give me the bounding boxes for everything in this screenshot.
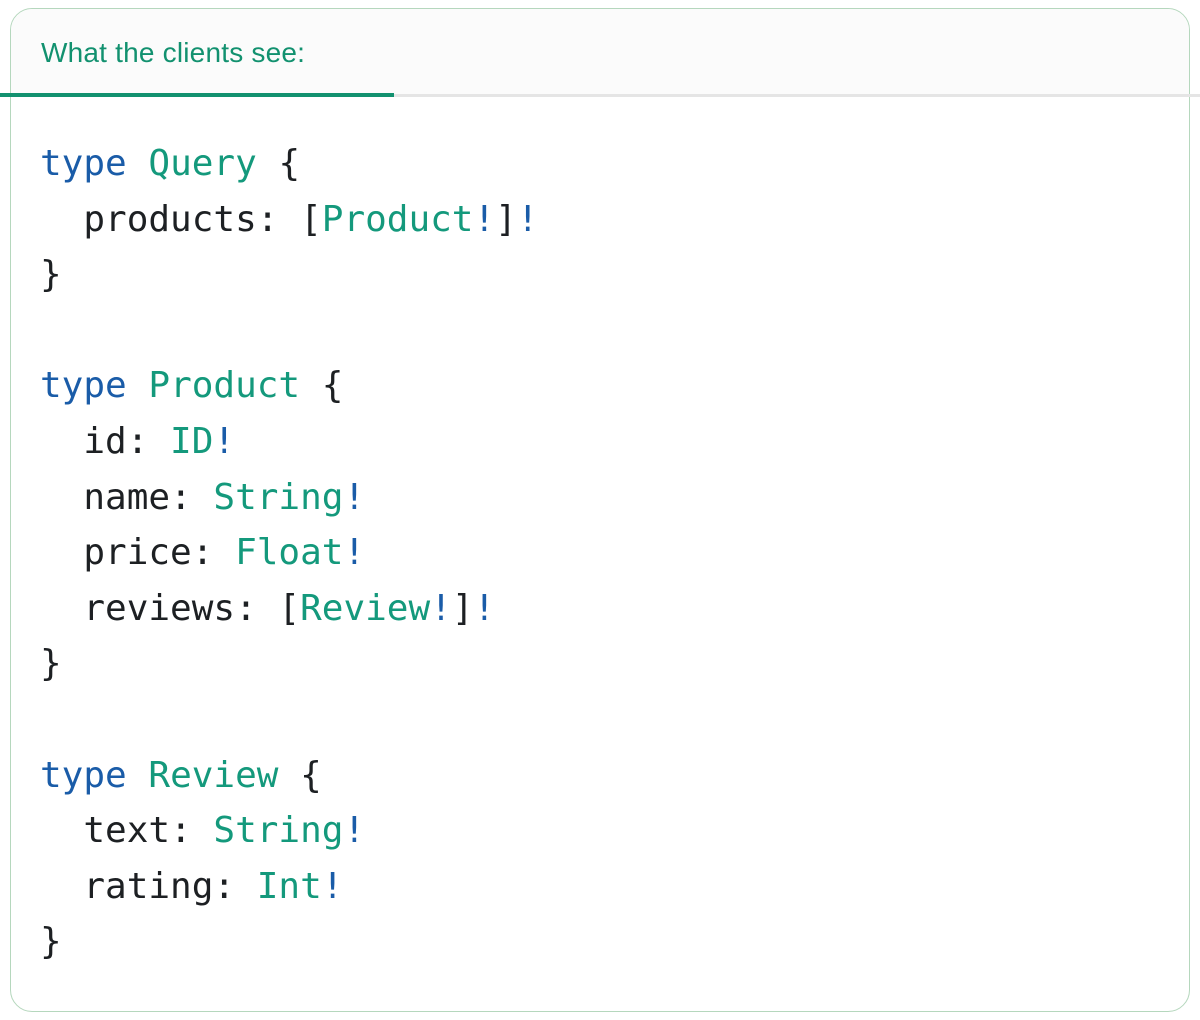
code-token-bang: ! (213, 420, 236, 462)
code-token-plain: { (256, 143, 301, 184)
code-token-bang: ! (321, 865, 344, 907)
code-token-type: String (213, 810, 344, 852)
code-line: text: String! (40, 803, 539, 859)
code-token-plain: } (40, 254, 62, 296)
code-token-type: Product (321, 198, 474, 240)
code-token-bang: ! (430, 587, 452, 629)
code-line: type Query { (40, 136, 539, 192)
code-line: id: ID! (40, 414, 539, 470)
code-line: } (40, 914, 539, 970)
code-line: rating: Int! (40, 859, 539, 915)
code-token-plain: rating: (40, 865, 257, 907)
code-line: products: [Product!]! (40, 192, 539, 248)
code-token-type: Float (235, 532, 344, 574)
code-token-keyword: type (40, 143, 127, 184)
code-token-type: Query (148, 143, 257, 184)
code-line (40, 303, 539, 359)
code-line: } (40, 636, 539, 692)
code-token-type: Product (148, 365, 301, 407)
code-line: name: String! (40, 470, 539, 526)
code-token-keyword: type (40, 754, 127, 796)
code-line: type Product { (40, 358, 539, 414)
code-token-plain: { (300, 365, 344, 407)
graphql-schema-code: type Query { products: [Product!]!} type… (40, 136, 539, 970)
code-token-plain (127, 143, 149, 184)
code-token-bang: ! (343, 532, 366, 574)
code-panel-card: What the clients see: (10, 8, 1190, 1012)
tab-what-clients-see[interactable]: What the clients see: (41, 9, 305, 97)
code-token-plain: ] (495, 198, 517, 240)
code-line: reviews: [Review!]! (40, 581, 539, 637)
code-line (40, 692, 539, 748)
code-line: price: Float! (40, 525, 539, 581)
code-token-plain: { (278, 754, 322, 796)
code-token-bang: ! (343, 810, 366, 852)
tab-bar: What the clients see: (11, 9, 1189, 97)
code-token-type: ID (170, 420, 214, 462)
code-token-plain: text: (40, 810, 214, 852)
code-token-bang: ! (473, 198, 496, 240)
code-token-plain (127, 755, 149, 796)
active-tab-underline (0, 93, 394, 97)
code-token-plain: price: (40, 532, 236, 574)
code-token-type: String (213, 476, 344, 518)
code-token-bang: ! (473, 587, 496, 629)
code-token-plain (127, 365, 149, 406)
code-token-type: Int (256, 865, 322, 907)
code-token-plain: id: (40, 420, 171, 462)
code-token-bang: ! (516, 198, 539, 240)
code-token-plain: } (40, 921, 62, 963)
code-token-plain: } (40, 643, 62, 685)
code-token-keyword: type (40, 365, 127, 407)
code-line: } (40, 247, 539, 303)
tab-bar-divider (0, 94, 1200, 97)
code-token-plain: products: [ (40, 198, 322, 240)
code-token-plain: name: (40, 476, 214, 518)
code-token-plain: ] (451, 587, 474, 629)
code-token-plain: reviews: [ (40, 587, 301, 629)
code-line: type Review { (40, 748, 539, 804)
code-token-bang: ! (343, 476, 366, 518)
tab-label: What the clients see: (41, 37, 306, 68)
code-token-type: Review (300, 587, 431, 629)
code-token-type: Review (148, 754, 279, 796)
